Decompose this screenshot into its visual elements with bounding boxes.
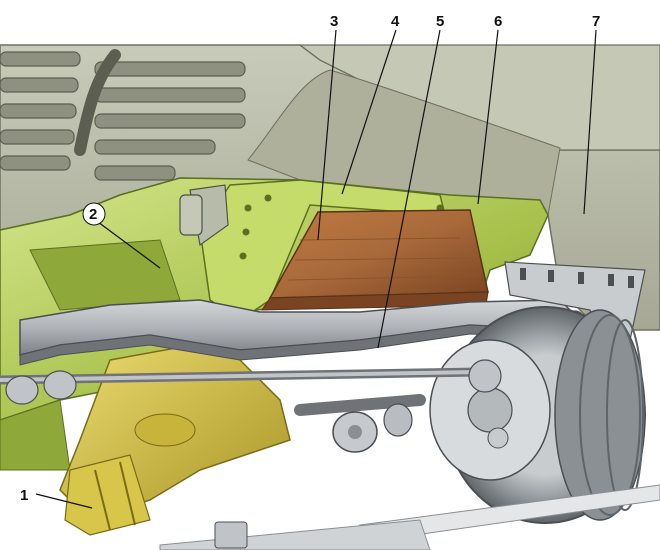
leader-3 — [317, 29, 337, 241]
callout-3: 3 — [330, 13, 338, 30]
callout-2-badge — [82, 202, 106, 226]
leader-2 — [97, 221, 161, 269]
callout-1: 1 — [20, 487, 28, 504]
callout-2: 2 — [89, 206, 97, 223]
engine-block — [179, 179, 446, 321]
callout-5: 5 — [436, 13, 444, 30]
callout-6: 6 — [494, 13, 502, 30]
leader-1 — [35, 493, 93, 509]
leader-6 — [477, 29, 499, 205]
callout-leaders — [35, 29, 597, 509]
gearbox — [59, 339, 291, 536]
grille-slats — [0, 49, 246, 181]
front-wheel — [429, 306, 646, 524]
leader-5 — [377, 29, 441, 349]
ground-ramp — [159, 484, 660, 550]
leader-4 — [341, 29, 397, 195]
callout-7: 7 — [592, 13, 600, 30]
leader-7 — [583, 29, 597, 215]
callout-4: 4 — [391, 13, 400, 30]
steering-rod — [0, 359, 502, 405]
drive-shaft — [294, 394, 426, 453]
